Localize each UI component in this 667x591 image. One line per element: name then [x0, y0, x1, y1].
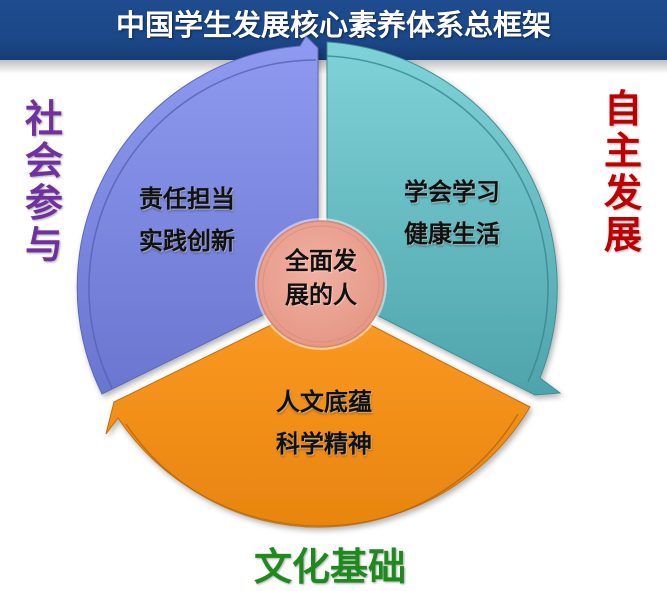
center-label-line2: 展的人: [285, 281, 357, 309]
segment-cultural-foundation-text: 人文底蕴 科学精神: [244, 381, 404, 465]
segment-self-development: [326, 41, 562, 396]
item-practice-innovation: 实践创新: [139, 227, 235, 255]
label-self-development: 自主发展: [603, 87, 642, 257]
center-circle: [255, 218, 387, 350]
label-social-participation: 社会参与: [24, 97, 63, 267]
segment-social-participation-text: 责任担当 实践创新: [107, 178, 267, 262]
segment-cultural-foundation: [105, 299, 531, 528]
segment-self-development-text: 学会学习 健康生活: [372, 171, 532, 255]
segment-social-participation: [76, 35, 319, 395]
center-label-line1: 全面发: [285, 247, 357, 275]
item-responsibility: 责任担当: [139, 185, 235, 213]
center-label: 全面发 展的人: [256, 244, 386, 312]
page-title: 中国学生发展核心素养体系总框架: [115, 8, 551, 42]
item-scientific-spirit: 科学精神: [276, 430, 372, 458]
label-cultural-foundation: 文化基础: [253, 545, 406, 589]
item-humanistic-heritage: 人文底蕴: [276, 388, 372, 416]
item-healthy-living: 健康生活: [404, 220, 500, 248]
item-learning-to-learn: 学会学习: [404, 178, 500, 206]
